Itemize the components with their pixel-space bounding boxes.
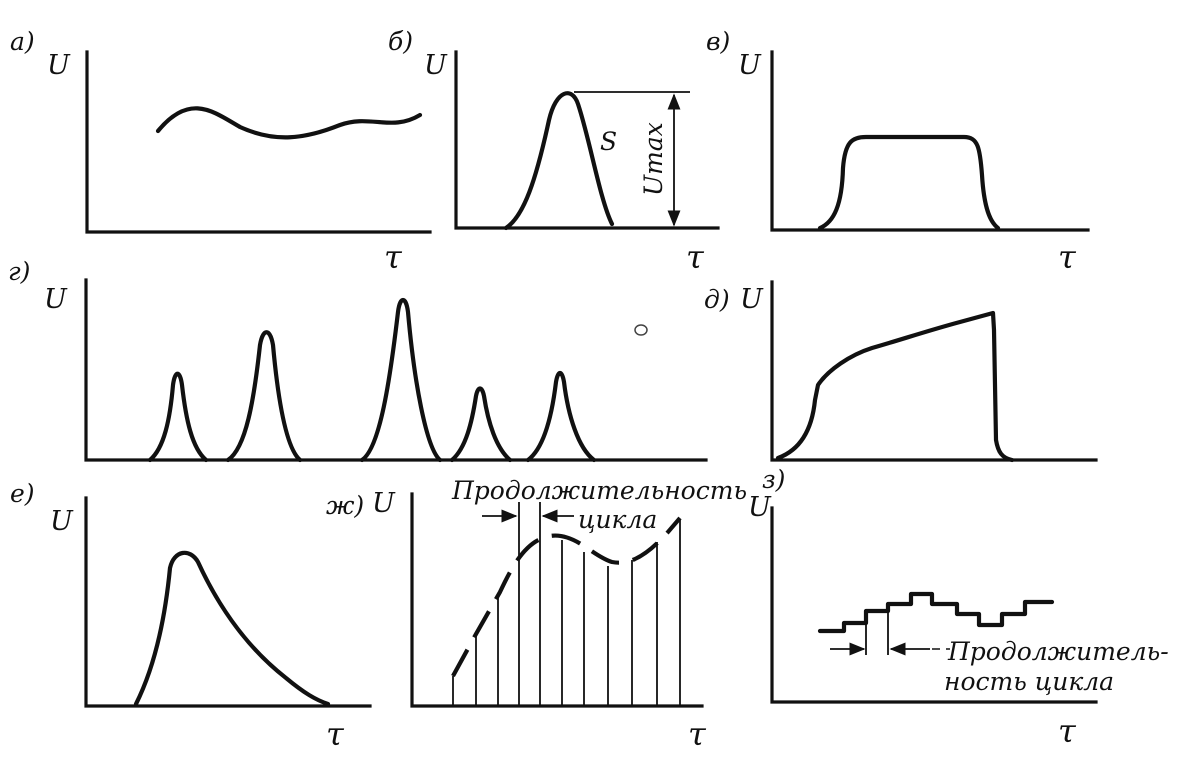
panel-label: ж): [326, 491, 364, 520]
axes: [454, 50, 720, 230]
x-axis-label: τ: [688, 715, 707, 753]
panel-label: а): [10, 27, 35, 56]
speck: [634, 324, 648, 336]
axes: [770, 50, 1090, 232]
cycle-label-line2: цикла: [578, 505, 657, 534]
x-axis-label: τ: [1058, 712, 1077, 750]
panel-label: д): [704, 285, 730, 314]
cycle-label-line1: Продолжительность: [451, 476, 747, 505]
y-axis-label: U: [47, 50, 71, 81]
peak-5: [525, 370, 597, 463]
cycle-label-line2: ность цикла: [944, 667, 1114, 696]
y-axis-label: U: [44, 284, 68, 315]
axes: [410, 492, 704, 708]
rising-pulse-curve: [775, 310, 1015, 463]
axes: [770, 506, 1098, 704]
axes: [84, 278, 708, 462]
panel-d: д) U: [704, 280, 1098, 463]
cycle-label-line1: Продолжитель-: [947, 637, 1169, 666]
y-axis-label: U: [748, 492, 772, 523]
x-axis-label: τ: [384, 238, 403, 276]
sampling-lines: [452, 502, 681, 706]
peak-4: [449, 386, 513, 463]
peak-1: [147, 371, 209, 463]
panel-z: з) U τ Продолжитель- ность цикла: [748, 465, 1169, 750]
y-axis-label: U: [50, 506, 74, 537]
panel-g: г) U: [8, 257, 708, 463]
plateau-curve: [817, 134, 1001, 231]
panel-a: а) U τ: [10, 27, 432, 276]
peak-3: [359, 297, 443, 463]
envelope-curve: [451, 516, 682, 678]
y-axis-label: U: [372, 488, 396, 519]
decay-curve: [133, 550, 331, 707]
signal-curve: [155, 106, 423, 140]
pulse-curve: [503, 91, 615, 231]
x-axis-label: τ: [1058, 238, 1077, 276]
axes: [85, 50, 432, 234]
axes: [770, 280, 1098, 462]
peak-label: S: [600, 127, 617, 156]
panel-label: б): [388, 27, 413, 56]
step-curve: [817, 591, 1055, 634]
panel-label: г): [8, 257, 30, 286]
panel-label: з): [762, 465, 785, 494]
y-axis-label: U: [424, 50, 448, 81]
y-axis-label: U: [738, 50, 762, 81]
y-axis-label: U: [740, 284, 764, 315]
panel-label: е): [10, 479, 35, 508]
panel-b: б) U τ S Umax: [388, 27, 720, 276]
panel-zh: ж) U τ Продолжительность цикла: [326, 476, 747, 753]
peak-2: [225, 330, 303, 463]
panel-label: в): [706, 27, 730, 56]
axes: [84, 496, 372, 708]
amplitude-label: Umax: [639, 122, 668, 196]
panel-e: е) U τ: [10, 479, 372, 753]
x-axis-label: τ: [326, 715, 345, 753]
x-axis-label: τ: [686, 238, 705, 276]
panel-v: в) U τ: [706, 27, 1090, 276]
